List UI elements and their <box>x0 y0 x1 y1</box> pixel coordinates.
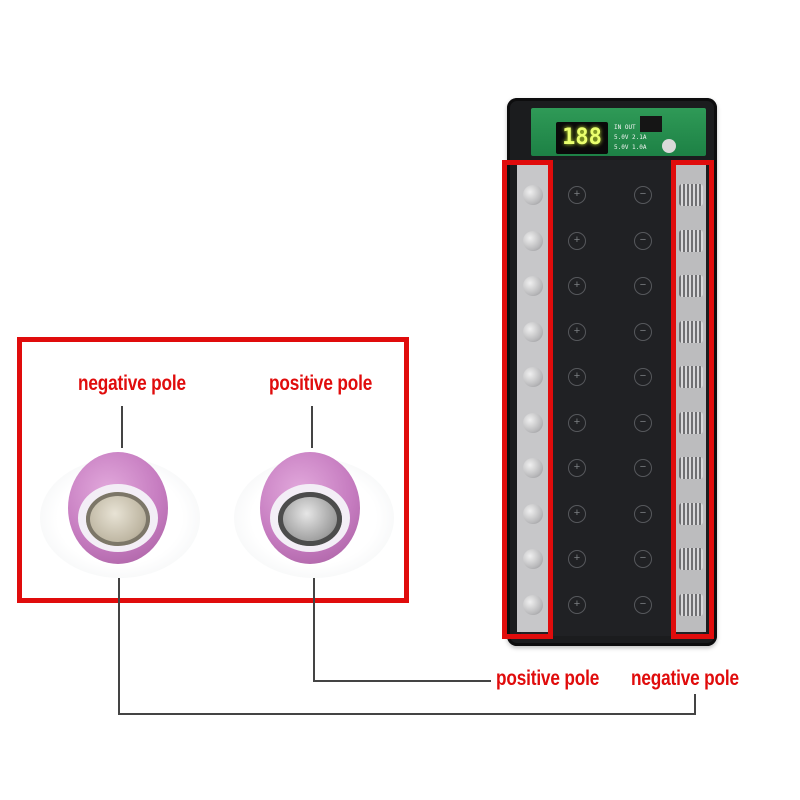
contact-plate-icon <box>523 367 543 387</box>
polarity-mark-icon: − <box>634 322 652 341</box>
polarity-mark-icon: − <box>634 595 652 614</box>
contact-plate-icon <box>523 503 543 524</box>
contact-plate-icon <box>523 276 543 296</box>
connector-negative-horizontal <box>118 713 696 715</box>
polarity-mark-icon: + <box>568 277 586 295</box>
polarity-mark-icon: − <box>634 231 652 250</box>
polarity-mark-icon: + <box>568 413 586 432</box>
contact-spring-icon <box>679 502 703 525</box>
contact-spring-icon <box>679 411 703 434</box>
bottom-negative-label: negative pole <box>631 667 739 690</box>
contact-spring-icon <box>679 184 703 206</box>
pcb-chip <box>640 116 662 132</box>
pointer-line-negative <box>121 406 123 448</box>
highlight-positive-strip <box>502 160 553 639</box>
contact-plate-icon <box>523 594 543 615</box>
highlight-negative-strip <box>671 160 714 639</box>
connector-positive-horizontal <box>313 680 491 682</box>
callout-negative-label: negative pole <box>78 372 186 395</box>
contact-plate-icon <box>523 549 543 569</box>
pointer-line-positive <box>311 406 313 448</box>
highlight-cell-callout <box>17 337 409 603</box>
contact-plate-icon <box>523 230 543 251</box>
contact-plate-icon <box>523 185 543 205</box>
connector-negative-riser <box>694 694 696 715</box>
contact-plate-icon <box>523 458 543 478</box>
contact-spring-icon <box>679 457 703 479</box>
polarity-mark-icon: + <box>568 322 586 341</box>
polarity-mark-icon: − <box>634 459 652 477</box>
pcb-button <box>662 139 676 153</box>
polarity-mark-icon: + <box>568 368 586 386</box>
polarity-mark-icon: + <box>568 186 586 204</box>
bottom-positive-label: positive pole <box>496 667 600 690</box>
polarity-mark-icon: + <box>568 231 586 250</box>
polarity-mark-icon: − <box>634 504 652 523</box>
connector-positive-vertical <box>313 578 315 682</box>
callout-positive-label: positive pole <box>269 372 373 395</box>
contact-plate-icon <box>523 321 543 342</box>
negative-terminal <box>86 492 150 546</box>
connector-negative-vertical <box>118 578 120 715</box>
polarity-mark-icon: + <box>568 550 586 568</box>
pcb-in-out-label: IN OUT <box>614 124 636 131</box>
polarity-mark-icon: + <box>568 595 586 614</box>
positive-terminal <box>278 492 342 546</box>
contact-spring-icon <box>679 229 703 252</box>
contact-spring-icon <box>679 320 703 343</box>
contact-spring-icon <box>679 366 703 388</box>
contact-spring-icon <box>679 593 703 616</box>
polarity-mark-icon: − <box>634 368 652 386</box>
contact-spring-icon <box>679 275 703 297</box>
polarity-mark-icon: + <box>568 504 586 523</box>
polarity-mark-icon: − <box>634 186 652 204</box>
polarity-mark-icon: − <box>634 550 652 568</box>
contact-plate-icon <box>523 412 543 433</box>
led-display: 188 <box>556 122 608 154</box>
polarity-mark-icon: − <box>634 413 652 432</box>
polarity-mark-icon: + <box>568 459 586 477</box>
contact-spring-icon <box>679 548 703 570</box>
pcb-rating-label-1: 5.0V 2.1A <box>614 134 647 141</box>
pcb-rating-label-2: 5.0V 1.0A <box>614 144 647 151</box>
polarity-mark-icon: − <box>634 277 652 295</box>
